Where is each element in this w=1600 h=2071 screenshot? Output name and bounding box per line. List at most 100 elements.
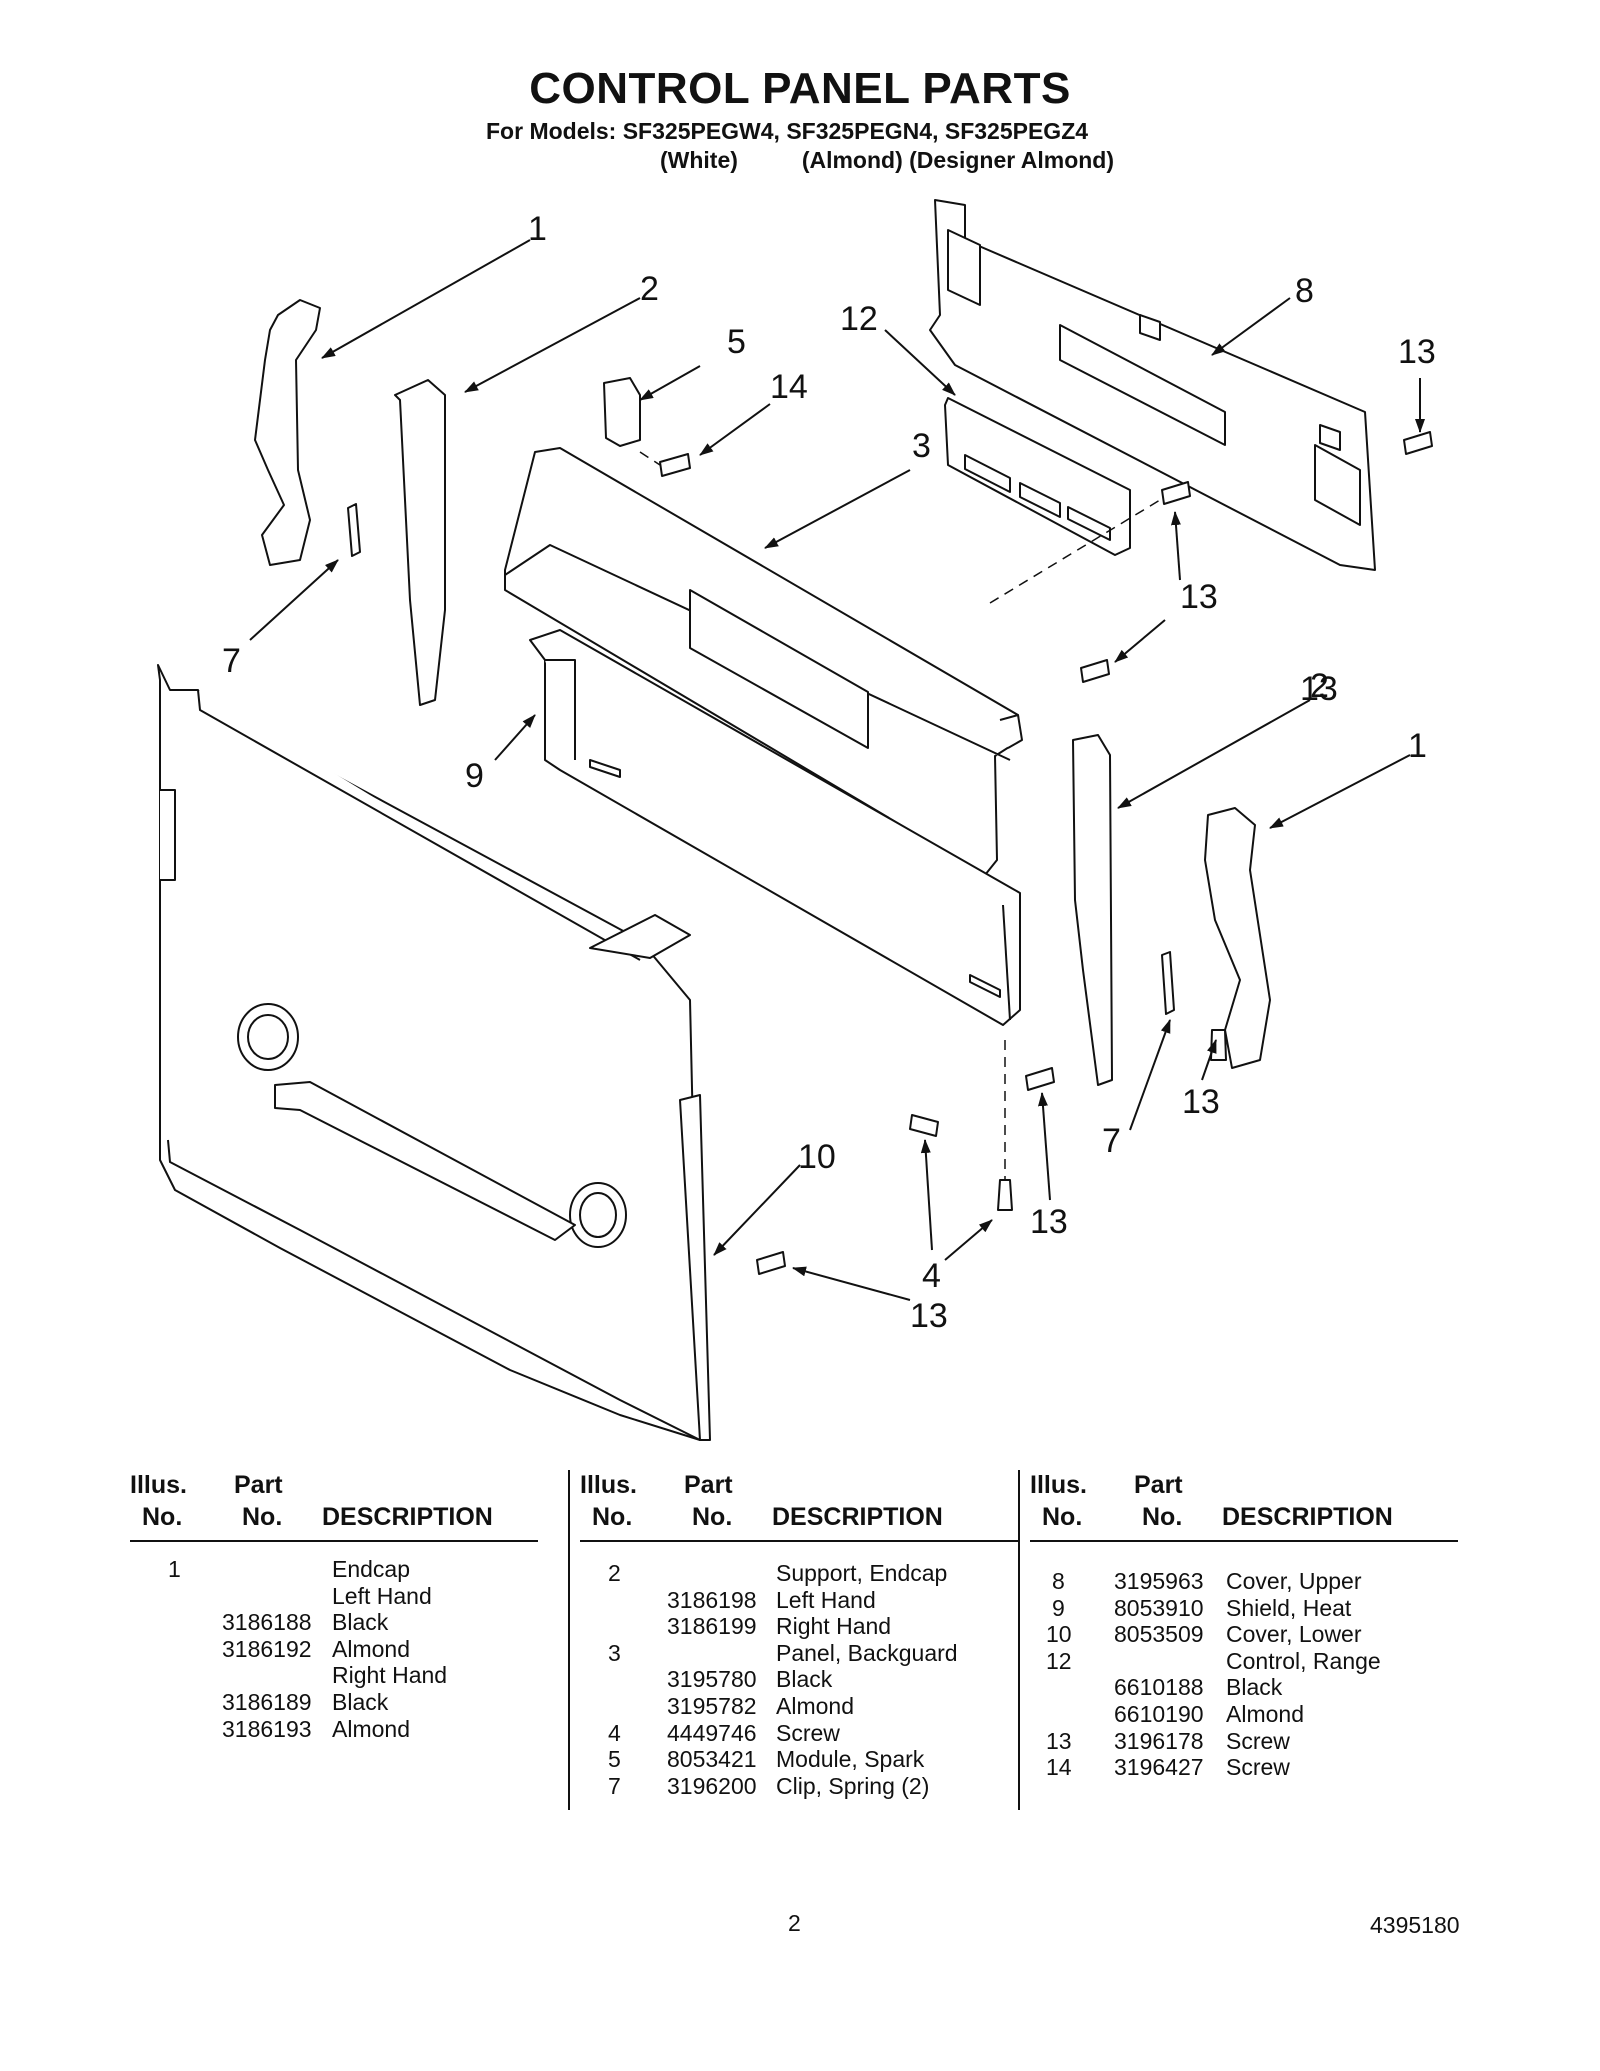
- description: Screw: [776, 1719, 840, 1746]
- callout-1-right: 1: [1408, 727, 1427, 765]
- illus-no: 7: [608, 1772, 621, 1799]
- table-row: Right Hand: [130, 1662, 538, 1689]
- left-endcap-support-part: [394, 379, 446, 706]
- table-row: 3186193 Almond: [130, 1716, 538, 1743]
- description: Black: [1226, 1674, 1283, 1701]
- part-no: 3195780: [667, 1666, 757, 1693]
- table-row: Left Hand: [130, 1583, 538, 1610]
- description-header: DESCRIPTION: [772, 1503, 943, 1531]
- callout-2-right: 2: [1310, 667, 1329, 705]
- illus-no: 2: [608, 1560, 621, 1586]
- part-no: 3186198: [667, 1586, 757, 1613]
- description: Left Hand: [332, 1582, 432, 1609]
- description-header: DESCRIPTION: [322, 1503, 493, 1531]
- part-no: 8053910: [1114, 1594, 1204, 1621]
- table-header: Illus. No. Part No. DESCRIPTION: [130, 1470, 538, 1542]
- part-header-line1: Part: [234, 1471, 283, 1499]
- table-header: Illus. No. Part No. DESCRIPTION: [1030, 1470, 1458, 1542]
- models-line: For Models: SF325PEGW4, SF325PEGN4, SF32…: [486, 118, 1089, 144]
- description: Shield, Heat: [1226, 1594, 1352, 1621]
- illus-no: 8: [1052, 1568, 1065, 1594]
- description: Black: [332, 1609, 389, 1636]
- part-no: 3196200: [667, 1772, 757, 1799]
- illus-no: 10: [1046, 1621, 1072, 1648]
- description: Screw: [1226, 1727, 1290, 1754]
- screw-group: [659, 431, 1433, 1275]
- callout-13-lower: 13: [1030, 1203, 1068, 1241]
- range-control-part: [944, 397, 1131, 556]
- illus-no: 13: [1046, 1727, 1072, 1754]
- part-no: 6610188: [1114, 1674, 1204, 1701]
- description: Support, Endcap: [776, 1560, 948, 1586]
- callout-10: 10: [798, 1138, 836, 1176]
- exploded-parts-diagram: 1 2 5 14 12 3 8 13 13 13 7 9 2 1 13 7 10…: [157, 199, 1436, 1441]
- illus-header-line2: No.: [592, 1503, 633, 1531]
- spring-clip-right-part: [1161, 951, 1175, 1015]
- callout-7-right: 7: [1102, 1122, 1121, 1160]
- part-no: 3195963: [1114, 1568, 1204, 1594]
- callout-12: 12: [840, 300, 878, 338]
- table-header: Illus. No. Part No. DESCRIPTION: [580, 1470, 1018, 1542]
- part-header-line2: No.: [1142, 1503, 1183, 1531]
- callout-4: 4: [922, 1257, 941, 1295]
- table-row: 6610188 Black: [1030, 1674, 1458, 1701]
- description: Panel, Backguard: [776, 1639, 958, 1666]
- part-header-line2: No.: [242, 1503, 283, 1531]
- part-header-line1: Part: [684, 1471, 733, 1499]
- description: Screw: [1226, 1754, 1290, 1781]
- table-row: 7 3196200 Clip, Spring (2): [580, 1773, 1018, 1800]
- description: Left Hand: [776, 1586, 876, 1613]
- description: Cover, Upper: [1226, 1568, 1362, 1594]
- part-no: 8053509: [1114, 1621, 1204, 1648]
- table-row: 3186192 Almond: [130, 1636, 538, 1663]
- part-no: 3186193: [222, 1715, 312, 1742]
- spark-module-part: [603, 377, 641, 447]
- description: Right Hand: [332, 1662, 448, 1689]
- part-no: 6610190: [1114, 1700, 1204, 1727]
- callout-3: 3: [912, 427, 931, 465]
- spring-clip-left-part: [347, 503, 361, 557]
- left-endcap-part: [254, 299, 321, 566]
- callout-2-left: 2: [640, 270, 659, 308]
- column-divider: [1018, 1470, 1020, 1810]
- callout-13-control: 13: [1180, 578, 1218, 616]
- illus-header-line2: No.: [1042, 1503, 1083, 1531]
- callout-13-bottom: 13: [910, 1297, 948, 1335]
- callout-14: 14: [770, 368, 808, 406]
- description: Almond: [332, 1715, 410, 1742]
- description: Almond: [776, 1692, 854, 1719]
- table-row: 13 3196178 Screw: [1030, 1728, 1458, 1755]
- part-no: 3186188: [222, 1609, 312, 1636]
- right-endcap-support-part: [1072, 734, 1113, 1086]
- part-no: 3196178: [1114, 1727, 1204, 1754]
- table-row: 3186198 Left Hand: [580, 1587, 1018, 1614]
- table-row: 3186188 Black: [130, 1609, 538, 1636]
- callout-13-right-endcap: 13: [1182, 1083, 1220, 1121]
- callout-7-left: 7: [222, 642, 241, 680]
- illus-header-line2: No.: [142, 1503, 183, 1531]
- description: Endcap: [332, 1556, 411, 1582]
- part-no: 3186192: [222, 1635, 312, 1662]
- parts-table-column-3: Illus. No. Part No. DESCRIPTION 8 3195963…: [1030, 1470, 1458, 1781]
- page-number: 2: [788, 1910, 801, 1936]
- upper-cover-part: [929, 199, 1376, 571]
- illus-header-line1: Illus.: [1030, 1471, 1087, 1499]
- description: Control, Range: [1226, 1647, 1381, 1674]
- description: Cover, Lower: [1226, 1621, 1362, 1648]
- lower-cover-part: [157, 664, 711, 1441]
- description: Almond: [332, 1635, 410, 1662]
- part-no: 3186199: [667, 1613, 757, 1640]
- callout-5: 5: [727, 323, 746, 361]
- description: Clip, Spring (2): [776, 1772, 930, 1799]
- colors-line: (White) (Almond) (Designer Almond): [660, 147, 1115, 173]
- right-endcap-part: [1204, 807, 1271, 1069]
